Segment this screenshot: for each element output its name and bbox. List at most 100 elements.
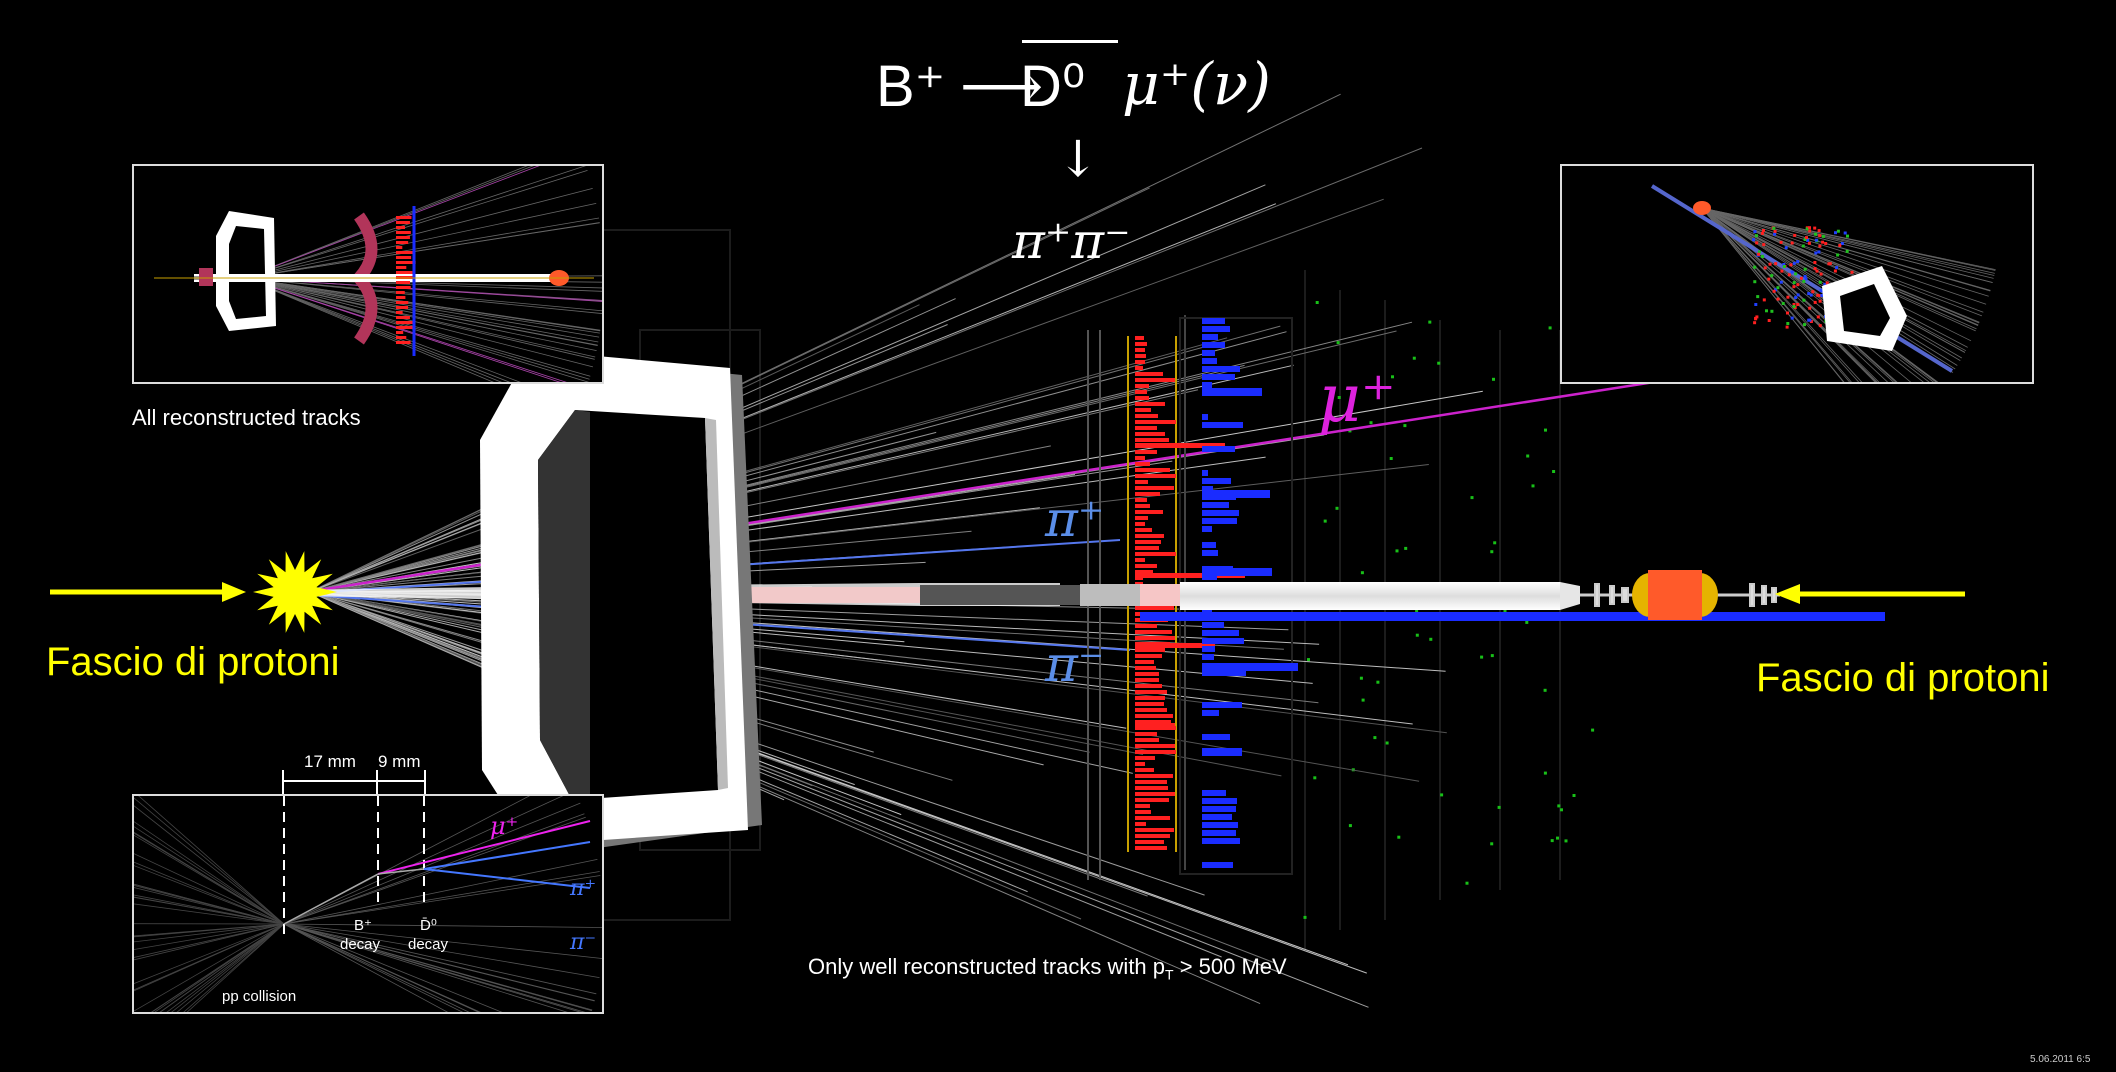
inset-track bbox=[283, 923, 568, 1012]
track-line bbox=[309, 591, 1282, 777]
inset-red-hit bbox=[396, 236, 410, 239]
inset-track bbox=[283, 923, 464, 1012]
track-line bbox=[309, 364, 1294, 593]
inset-hit bbox=[1796, 303, 1800, 306]
inset-hit bbox=[1811, 290, 1815, 294]
red-hit bbox=[1135, 630, 1172, 634]
inset-track bbox=[134, 923, 285, 992]
beam-label-right: Fascio di protoni bbox=[1756, 656, 2050, 700]
blue-hit bbox=[1202, 350, 1215, 356]
track-line bbox=[309, 591, 1261, 1005]
red-hit bbox=[1135, 420, 1176, 424]
inset-hit bbox=[1814, 251, 1818, 255]
blue-hit bbox=[1202, 422, 1243, 428]
red-hit bbox=[1135, 636, 1175, 640]
inset-track bbox=[283, 923, 602, 928]
red-hit bbox=[1135, 822, 1146, 826]
blue-hit bbox=[1202, 446, 1235, 452]
inset-track bbox=[134, 834, 285, 925]
green-hit bbox=[1307, 658, 1310, 662]
red-hit bbox=[1135, 816, 1170, 820]
inset-hit bbox=[1772, 289, 1776, 293]
dist-17mm: 17 mm bbox=[304, 752, 356, 771]
inset-hit bbox=[1757, 250, 1761, 254]
inset-track bbox=[1701, 207, 1966, 353]
inset-hit bbox=[1785, 325, 1789, 329]
inset-hit bbox=[1843, 231, 1847, 235]
inset-hit bbox=[1806, 238, 1810, 242]
green-hit bbox=[1336, 341, 1340, 345]
green-hit bbox=[1335, 506, 1339, 510]
inset-track bbox=[134, 923, 285, 925]
blue-hit bbox=[1202, 414, 1208, 420]
inset-hit bbox=[1805, 236, 1808, 240]
inset-track bbox=[134, 923, 285, 943]
inset-track bbox=[283, 923, 470, 1012]
inset-hit bbox=[1803, 267, 1807, 271]
inset-track bbox=[1701, 207, 1889, 382]
blue-hit bbox=[1202, 490, 1270, 498]
inset-hit bbox=[1809, 320, 1813, 323]
blue-hit bbox=[1202, 798, 1237, 804]
inset-hit bbox=[1794, 296, 1798, 300]
red-hit bbox=[1135, 708, 1167, 712]
red-hit bbox=[1135, 510, 1163, 514]
green-hit bbox=[1348, 429, 1352, 433]
inset-track bbox=[1701, 207, 1844, 382]
inset-hit bbox=[1834, 231, 1837, 235]
inset-red-hit bbox=[396, 326, 414, 329]
red-hit bbox=[1135, 354, 1146, 358]
green-hit bbox=[1369, 421, 1373, 425]
magnet-frame bbox=[480, 350, 762, 855]
blue-hit bbox=[1202, 366, 1240, 372]
inset-hit bbox=[1755, 315, 1759, 319]
inset-red-hit bbox=[396, 331, 404, 334]
inset-track bbox=[283, 923, 481, 1012]
red-hit bbox=[1135, 804, 1150, 808]
green-hit bbox=[1556, 836, 1559, 840]
blue-hit bbox=[1202, 646, 1215, 652]
inset-track bbox=[186, 923, 285, 1012]
red-hit bbox=[1135, 720, 1171, 724]
inset-hit bbox=[1817, 250, 1821, 254]
inset-red-hit bbox=[396, 251, 415, 254]
green-hit bbox=[1465, 881, 1469, 885]
inset-hit bbox=[1768, 262, 1772, 266]
inset-hit bbox=[1813, 267, 1817, 271]
red-hit bbox=[1135, 756, 1155, 760]
track-line bbox=[309, 331, 1287, 593]
blue-hit bbox=[1202, 388, 1262, 396]
inset-hit bbox=[1753, 230, 1757, 234]
blue-hit bbox=[1202, 510, 1239, 516]
green-hit bbox=[1303, 915, 1307, 919]
inset-track bbox=[283, 813, 585, 925]
d-meson-bar bbox=[1022, 40, 1118, 43]
bottom-caption-rest: > 500 MeV bbox=[1173, 954, 1287, 979]
red-hit bbox=[1135, 486, 1174, 490]
red-hit bbox=[1135, 552, 1176, 556]
green-hit bbox=[1395, 549, 1399, 553]
green-hit bbox=[1437, 361, 1441, 365]
inset-hit bbox=[1774, 262, 1778, 266]
inset-hit bbox=[1804, 277, 1808, 281]
inset-red-hit bbox=[396, 321, 413, 324]
red-hit bbox=[1135, 774, 1173, 778]
inset-track bbox=[1701, 207, 1877, 382]
green-hit bbox=[1564, 839, 1568, 843]
red-hit bbox=[1135, 573, 1245, 578]
green-hit bbox=[1348, 824, 1352, 828]
inset-red-hit bbox=[396, 306, 409, 309]
inset-track bbox=[134, 797, 285, 925]
inset-hit bbox=[1786, 295, 1790, 299]
inset-track bbox=[1701, 207, 1991, 292]
inset-hit bbox=[1813, 300, 1817, 304]
red-hit bbox=[1135, 402, 1165, 406]
inset-hit bbox=[1789, 263, 1793, 267]
formula-d-meson: D⁰ bbox=[1020, 54, 1086, 119]
inset-track bbox=[1701, 207, 1983, 317]
inset-track bbox=[1701, 207, 1977, 330]
blue-hit bbox=[1202, 542, 1216, 548]
label-pi-plus: π⁺ bbox=[1045, 490, 1105, 548]
green-hit bbox=[1490, 550, 1494, 554]
blue-hit bbox=[1202, 790, 1226, 796]
